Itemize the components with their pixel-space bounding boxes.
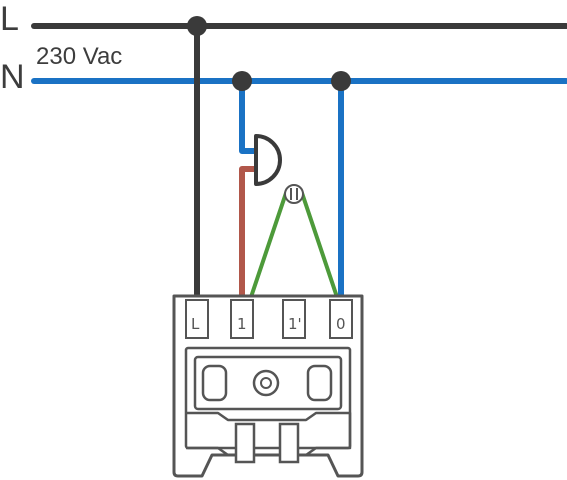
left-contact-slot bbox=[234, 422, 256, 464]
pilot-light-icon bbox=[284, 184, 304, 204]
terminal-label-1: 1 bbox=[237, 315, 247, 333]
right-contact-slot bbox=[278, 422, 300, 464]
line-label: L bbox=[0, 0, 19, 38]
terminal-box-0 bbox=[329, 299, 353, 339]
center-pivot-inner bbox=[260, 377, 272, 389]
neutral-label: N bbox=[0, 58, 25, 96]
terminal-label-l: L bbox=[191, 315, 200, 333]
terminal-label-1prime: 1' bbox=[288, 315, 302, 333]
terminal-label-0: 0 bbox=[336, 315, 346, 333]
right-screw-slot bbox=[306, 364, 333, 402]
switch-body: L 1 1' 0 bbox=[172, 294, 364, 478]
line-junction-dot bbox=[187, 16, 207, 36]
terminal-box-l bbox=[185, 299, 209, 339]
neutral-junction-dot-1 bbox=[232, 71, 252, 91]
contact-area bbox=[186, 411, 352, 457]
lamp-symbol-icon bbox=[254, 134, 282, 186]
neutral-to-lamp-wire bbox=[239, 81, 256, 154]
voltage-label: 230 Vac bbox=[36, 43, 122, 70]
neutral-junction-dot-2 bbox=[331, 71, 351, 91]
switched-live-wire bbox=[239, 166, 256, 300]
left-screw-slot bbox=[201, 364, 228, 402]
terminal-box-1 bbox=[230, 299, 254, 339]
terminal-box-1prime bbox=[282, 299, 306, 339]
traveller-wire bbox=[248, 191, 340, 301]
